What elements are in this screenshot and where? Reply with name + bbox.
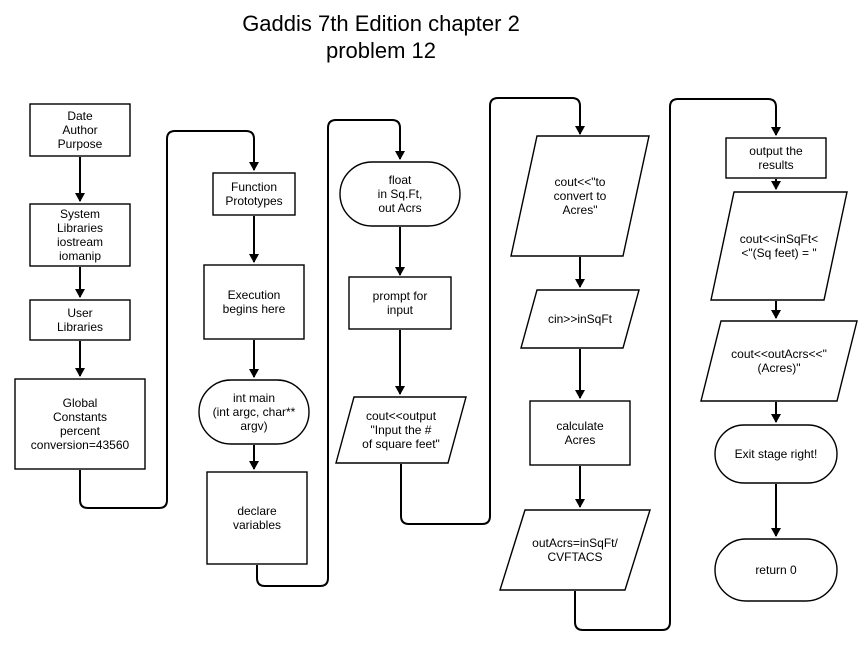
return-0-node: return 0 — [714, 538, 838, 602]
cout-input-prompt-label-line: "Input the # — [371, 423, 432, 437]
user-libraries-label-line: User — [67, 306, 92, 320]
return-0-terminal-shape — [714, 538, 838, 602]
declare-variables-label-line: declare — [237, 504, 277, 518]
connector-cout-to-convert — [400, 97, 585, 525]
cout-outacrs-parallelogram-shape — [700, 320, 858, 402]
connectors — [75, 97, 781, 631]
exit-stage-right-node: Exit stage right! — [714, 424, 838, 484]
function-prototypes-label-line: Prototypes — [225, 194, 282, 208]
execution-begins-label-line: begins here — [223, 302, 286, 316]
function-prototypes-label-line: Function — [231, 180, 277, 194]
return-0-label-line: return 0 — [755, 563, 797, 577]
int-main-label-line: argv) — [240, 419, 267, 433]
cout-input-prompt-parallelogram-shape — [335, 396, 467, 464]
declare-variables-label-line: variables — [233, 518, 281, 532]
cout-convert-to-acres-label-line: convert to — [554, 189, 607, 203]
diagram-title-line-1: Gaddis 7th Edition chapter 2 — [242, 11, 520, 36]
output-the-results-label-line: results — [758, 158, 793, 172]
user-libraries-rect-shape — [29, 299, 131, 341]
cout-convert-to-acres-label-line: Acres" — [563, 203, 598, 217]
cout-input-prompt-label-line: cout<<output — [366, 409, 437, 423]
cout-insqft-node: cout<<inSqFt<<"(Sq feet) = " — [710, 191, 848, 301]
cout-outacrs-node: cout<<outAcrs<<"(Acres)" — [700, 320, 858, 402]
float-declaration-terminal-shape — [339, 161, 461, 227]
cin-insqft-node: cin>>inSqFt — [520, 289, 640, 349]
cout-convert-to-acres-label-line: cout<<"to — [555, 175, 606, 189]
header-comment-label-line: Author — [62, 123, 97, 137]
header-comment-rect-shape — [29, 103, 131, 157]
int-main-node: int main(int argc, char**argv) — [198, 379, 310, 445]
int-main-label-line: (int argc, char** — [213, 405, 296, 419]
system-libraries-label-line: System — [60, 207, 100, 221]
exit-stage-right-terminal-shape — [714, 424, 838, 484]
cin-insqft-parallelogram-shape — [520, 289, 640, 349]
float-declaration-label-line: in Sq.Ft, — [378, 187, 423, 201]
header-comment-label-line: Date — [67, 109, 93, 123]
system-libraries-label-line: Libraries — [57, 221, 103, 235]
global-constants-label-line: percent — [60, 424, 101, 438]
cout-insqft-parallelogram-shape — [710, 191, 848, 301]
system-libraries-label-line: iomanip — [59, 249, 101, 263]
output-the-results-rect-shape — [725, 137, 827, 179]
connector-formula-to-output — [574, 98, 781, 631]
global-constants-label-line: Constants — [53, 410, 107, 424]
user-libraries-label-line: Libraries — [57, 320, 103, 334]
system-libraries-rect-shape — [29, 203, 131, 267]
prompt-for-input-label-line: input — [387, 303, 414, 317]
system-libraries-label-line: iostream — [57, 235, 103, 249]
function-prototypes-rect-shape — [212, 172, 296, 216]
prompt-for-input-rect-shape — [348, 276, 452, 330]
cin-insqft-label-line: cin>>inSqFt — [548, 312, 613, 326]
cout-input-prompt-label-line: of square feet" — [362, 437, 440, 451]
cout-insqft-label-line: cout<<inSqFt< — [740, 232, 818, 246]
global-constants-rect-shape — [14, 378, 146, 470]
cout-outacrs-label-line: (Acres)" — [758, 361, 801, 375]
int-main-label-line: int main — [233, 391, 275, 405]
exit-stage-right-label-line: Exit stage right! — [735, 447, 818, 461]
cout-insqft-label-line: <"(Sq feet) = " — [741, 246, 816, 260]
calculate-acres-rect-shape — [529, 400, 631, 466]
calculate-acres-label-line: Acres — [565, 433, 596, 447]
execution-begins-rect-shape — [203, 264, 305, 340]
outacrs-formula-node: outAcrs=inSqFt/CVFTACS — [499, 509, 651, 591]
global-constants-label-line: Global — [63, 396, 98, 410]
output-the-results-label-line: output the — [749, 144, 803, 158]
outacrs-formula-parallelogram-shape — [499, 509, 651, 591]
connector-declare-to-float — [256, 119, 405, 587]
execution-begins-label-line: Execution — [228, 288, 281, 302]
declare-variables-rect-shape — [206, 471, 308, 565]
global-constants-label-line: conversion=43560 — [31, 438, 130, 452]
diagram-title-line-2: problem 12 — [326, 38, 436, 63]
cout-input-prompt-node: cout<<output"Input the #of square feet" — [335, 396, 467, 464]
float-declaration-label-line: out Acrs — [378, 201, 421, 215]
cout-convert-to-acres-parallelogram-shape — [510, 135, 650, 257]
cout-outacrs-label-line: cout<<outAcrs<<" — [731, 347, 827, 361]
header-comment-label-line: Purpose — [58, 137, 103, 151]
prompt-for-input-label-line: prompt for — [373, 289, 428, 303]
outacrs-formula-label-line: outAcrs=inSqFt/ — [532, 536, 618, 550]
float-declaration-label-line: float — [389, 173, 412, 187]
outacrs-formula-label-line: CVFTACS — [547, 550, 602, 564]
calculate-acres-label-line: calculate — [556, 419, 604, 433]
connector-global-to-prototypes — [79, 130, 259, 509]
int-main-terminal-shape — [198, 379, 310, 445]
flowchart-nodes: DateAuthorPurposeSystemLibrariesiostream… — [14, 103, 858, 602]
